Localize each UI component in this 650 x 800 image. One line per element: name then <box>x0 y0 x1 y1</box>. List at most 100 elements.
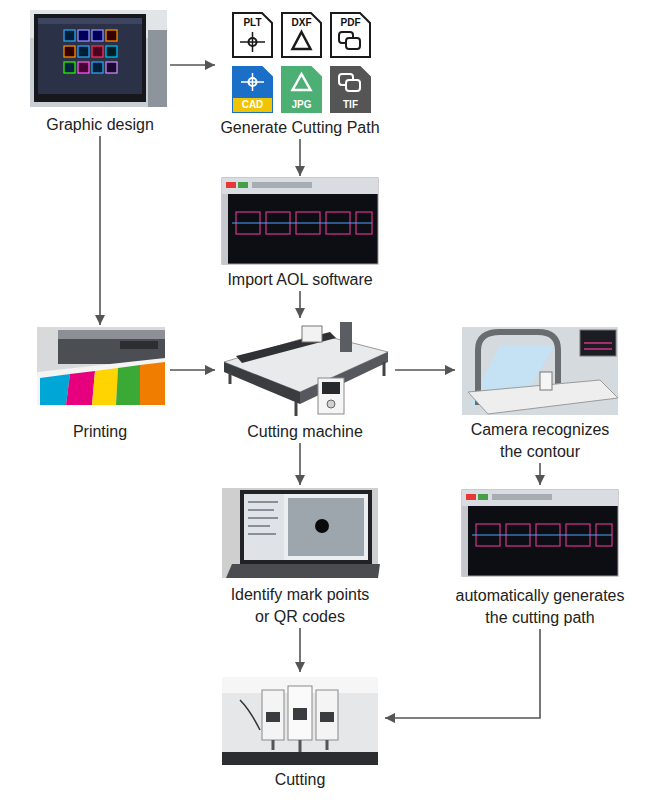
process-step: Cutting <box>215 672 385 791</box>
file-format-label: DXF <box>282 17 322 29</box>
file-icon <box>331 13 370 57</box>
printer-photo <box>37 327 165 405</box>
file-format-icons <box>233 13 370 112</box>
laptop-photo <box>222 488 380 578</box>
tool-head <box>316 690 338 740</box>
toolbar-button <box>478 494 488 500</box>
cad-band <box>233 98 272 112</box>
plt-symbol <box>240 32 265 52</box>
jpg-symbol <box>293 74 311 90</box>
side-ruler <box>222 194 228 264</box>
window <box>222 178 378 264</box>
photo-background <box>37 327 165 405</box>
tif-symbol <box>346 80 360 91</box>
process-step: Cutting machine <box>215 318 395 443</box>
control-stand <box>318 378 344 414</box>
table-leg <box>230 362 384 416</box>
step-caption: Cutting machine <box>220 421 390 443</box>
app-icon <box>64 46 75 57</box>
toolbar-button <box>466 494 476 500</box>
app-icon <box>92 30 103 41</box>
flow-arrow <box>99 136 101 325</box>
camera-photo <box>462 327 618 415</box>
app-icon <box>106 46 117 57</box>
app-icon <box>106 62 117 73</box>
photo-background <box>462 327 618 415</box>
software-screenshot <box>462 490 618 576</box>
step-caption: Cutting <box>215 769 385 791</box>
step-caption: Generate Cutting Path <box>215 117 385 139</box>
mark-point <box>315 519 329 533</box>
toolbar-button <box>238 182 248 188</box>
file-icon <box>331 67 370 112</box>
laptop-screen <box>244 494 368 560</box>
design-monitor-photo <box>30 10 167 107</box>
process-step: Generate Cutting Path <box>215 10 385 139</box>
file-format-label: JPG <box>282 99 322 111</box>
flow-arrow <box>170 64 215 66</box>
step-caption: Camera recognizes the contour <box>465 419 615 463</box>
flow-arrow <box>299 628 301 672</box>
photo-blur <box>148 30 167 107</box>
laptop-bezel <box>240 490 372 564</box>
print-color <box>92 368 118 405</box>
photo-background <box>30 10 167 107</box>
head-part <box>320 712 334 722</box>
step-caption: Graphic design <box>30 114 170 136</box>
menu-bar <box>38 18 142 24</box>
monitor-screen <box>38 18 142 94</box>
print-color <box>40 374 70 405</box>
process-step: Camera recognizes the contour <box>455 325 625 463</box>
app-icon <box>92 62 103 73</box>
gantry-arm <box>340 322 352 352</box>
flow-arrow <box>395 369 455 371</box>
app-icon <box>78 62 89 73</box>
process-step: Printing <box>30 325 170 443</box>
file-format-label: CAD <box>233 99 273 111</box>
blade <box>273 740 327 752</box>
printer-body <box>58 330 165 364</box>
window <box>462 490 618 576</box>
printed-sheet <box>37 358 165 405</box>
process-step: Import AOL software <box>215 176 385 291</box>
step-caption: Printing <box>30 421 170 443</box>
control-screen <box>322 382 340 394</box>
print-color <box>66 371 95 405</box>
flow-arrow <box>299 443 301 485</box>
app-icon <box>106 30 117 41</box>
file-format-label: PDF <box>331 17 371 29</box>
monitor <box>580 330 616 356</box>
photo-background <box>222 677 378 765</box>
head-part <box>293 708 307 720</box>
file-icon <box>233 67 272 112</box>
printer-panel <box>120 341 158 349</box>
tool-head <box>288 686 312 740</box>
camera-view <box>288 498 364 556</box>
tool-head <box>540 372 552 390</box>
toolbar <box>222 178 378 194</box>
flow-arrow <box>299 291 301 318</box>
rail <box>222 752 378 765</box>
side-ruler <box>462 506 468 576</box>
step-caption: automatically generates the cutting path <box>450 585 630 629</box>
step-caption: Import AOL software <box>215 269 385 291</box>
app-icons <box>64 30 117 73</box>
side-panel <box>244 494 284 560</box>
toolbar <box>462 490 618 506</box>
step-caption: Identify mark points or QR codes <box>225 584 375 628</box>
flow-arrow <box>299 139 301 176</box>
table-side <box>224 362 300 404</box>
file-icon <box>233 13 272 57</box>
tool-head <box>262 690 284 740</box>
process-step: Identify mark points or QR codes <box>215 485 385 628</box>
print-color <box>140 362 165 405</box>
software-screenshot <box>222 178 378 264</box>
file-icon <box>282 13 321 57</box>
pdf-symbol <box>346 38 360 49</box>
dxf-symbol <box>293 32 311 49</box>
flow-arrow <box>539 463 541 485</box>
toolbar-strip <box>252 182 312 188</box>
head-part <box>266 712 280 722</box>
cutting-heads-photo <box>222 677 378 765</box>
